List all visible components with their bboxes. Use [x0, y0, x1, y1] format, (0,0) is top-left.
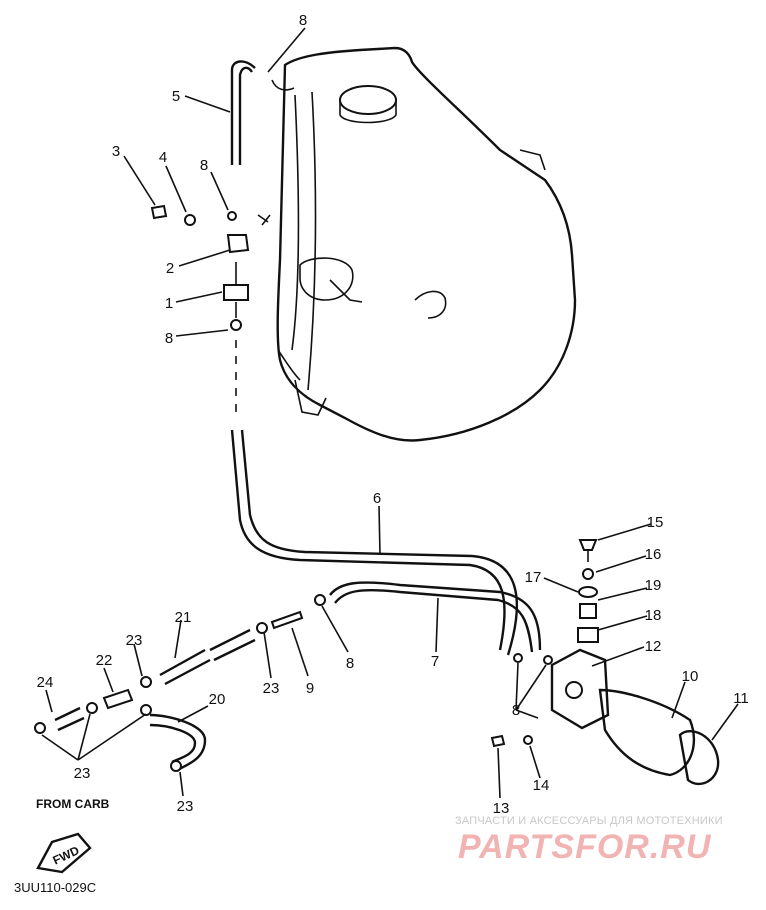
- callout-23: 23: [74, 765, 91, 782]
- watermark-tagline: ЗАПЧАСТИ И АКСЕССУАРЫ ДЛЯ МОТОТЕХНИКИ: [455, 815, 723, 827]
- fwd-arrow: FWD: [36, 832, 92, 874]
- leader-lines: [41, 27, 739, 799]
- callout-22: 22: [96, 652, 113, 669]
- fuel-pump-assembly: [490, 539, 720, 786]
- callout-17: 17: [525, 569, 542, 586]
- callout-12: 12: [645, 638, 662, 655]
- callout-5: 5: [172, 88, 180, 105]
- callout-11: 11: [733, 690, 749, 707]
- callout-2: 2: [166, 260, 174, 277]
- callout-14: 14: [533, 777, 550, 794]
- callout-24: 24: [37, 674, 54, 691]
- callout-10: 10: [682, 668, 699, 685]
- carb-side-parts: [34, 594, 326, 772]
- callout-15: 15: [647, 514, 664, 531]
- callout-23: 23: [177, 798, 194, 815]
- callout-8: 8: [512, 702, 520, 719]
- callout-7: 7: [431, 653, 439, 670]
- callout-8: 8: [165, 330, 173, 347]
- watermark-logo: PARTSFOR.RU: [458, 828, 712, 866]
- callout-19: 19: [645, 577, 662, 594]
- callout-1: 1: [165, 295, 173, 312]
- callout-9: 9: [306, 680, 314, 697]
- breather-hose-assembly: [150, 60, 295, 420]
- diagram-code: 3UU110-029C: [14, 880, 96, 895]
- callout-6: 6: [373, 490, 381, 507]
- callout-13: 13: [493, 800, 510, 817]
- callout-20: 20: [209, 691, 226, 708]
- callout-16: 16: [645, 546, 662, 563]
- callout-8: 8: [346, 655, 354, 672]
- callout-23: 23: [263, 680, 280, 697]
- callout-23: 23: [126, 632, 143, 649]
- fwd-label: FWD: [51, 843, 82, 867]
- fuel-hoses: [230, 429, 542, 656]
- callout-3: 3: [112, 143, 120, 160]
- from-carb-label: FROM CARB: [36, 797, 110, 811]
- callout-8: 8: [299, 12, 307, 29]
- callout-21: 21: [175, 609, 192, 626]
- callout-8: 8: [200, 157, 208, 174]
- callout-18: 18: [645, 607, 662, 624]
- callout-labels: 8 5 3 4 8 2 1 8 6 7 8 9 23 21 23 22 24 2…: [37, 12, 749, 817]
- callout-4: 4: [159, 149, 167, 166]
- fuel-tank: [276, 46, 577, 442]
